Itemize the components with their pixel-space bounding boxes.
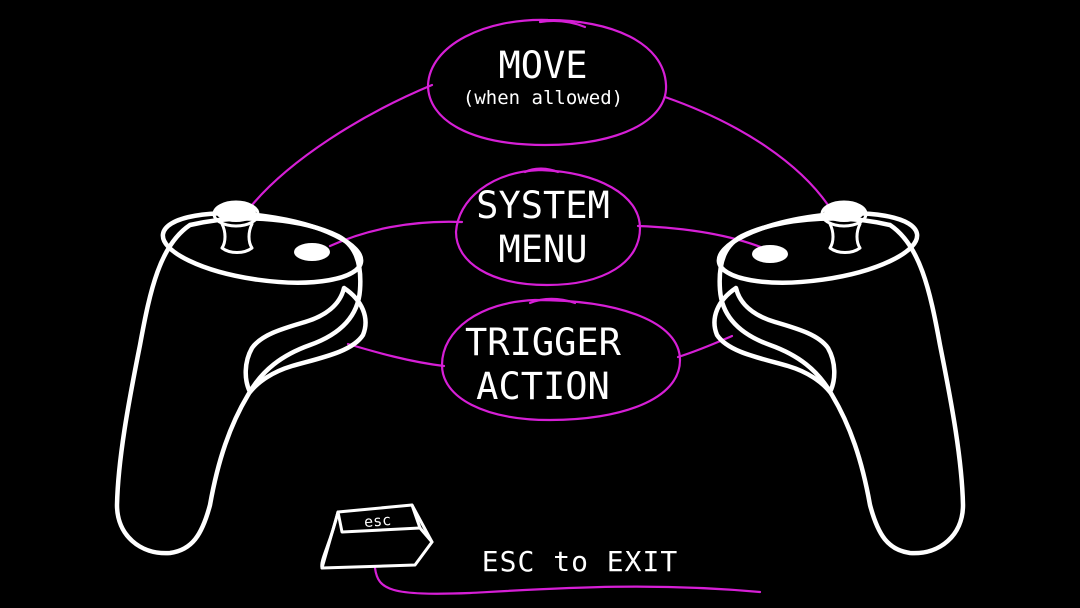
system-menu-label-line1: SYSTEM [476, 184, 610, 227]
left-controller-body [114, 216, 363, 556]
right-controller [712, 200, 966, 556]
connector-exit [373, 566, 762, 595]
left-controller [114, 200, 368, 556]
left-controller-top-face [160, 211, 364, 285]
right-trigger [712, 285, 837, 395]
esc-key-label: esc [363, 511, 392, 531]
bubble-move [426, 18, 668, 147]
bubble-trigger-action [440, 297, 682, 422]
bubble-system-menu [454, 167, 642, 287]
connector-lines [250, 83, 830, 595]
right-controller-top-face [716, 211, 920, 285]
right-thumbstick [820, 200, 868, 254]
right-controller-body [717, 216, 966, 556]
connector-trigger-left [346, 342, 446, 368]
exit-instruction: ESC to EXIT [482, 545, 678, 578]
connector-trigger-right [676, 334, 734, 359]
trigger-action-label-line1: TRIGGER [465, 321, 622, 364]
right-menu-button [752, 245, 788, 263]
trigger-action-label-line2: ACTION [476, 365, 610, 408]
left-menu-button [294, 243, 330, 261]
system-menu-label-line2: MENU [498, 228, 587, 271]
connector-move-right [663, 95, 830, 207]
left-trigger [243, 285, 368, 395]
move-label: MOVE [498, 44, 587, 87]
connector-move-left [250, 83, 434, 207]
esc-key: esc [320, 503, 434, 570]
connector-menu-right [636, 224, 770, 252]
move-sublabel: (when allowed) [463, 87, 623, 109]
left-thumbstick [212, 200, 260, 254]
